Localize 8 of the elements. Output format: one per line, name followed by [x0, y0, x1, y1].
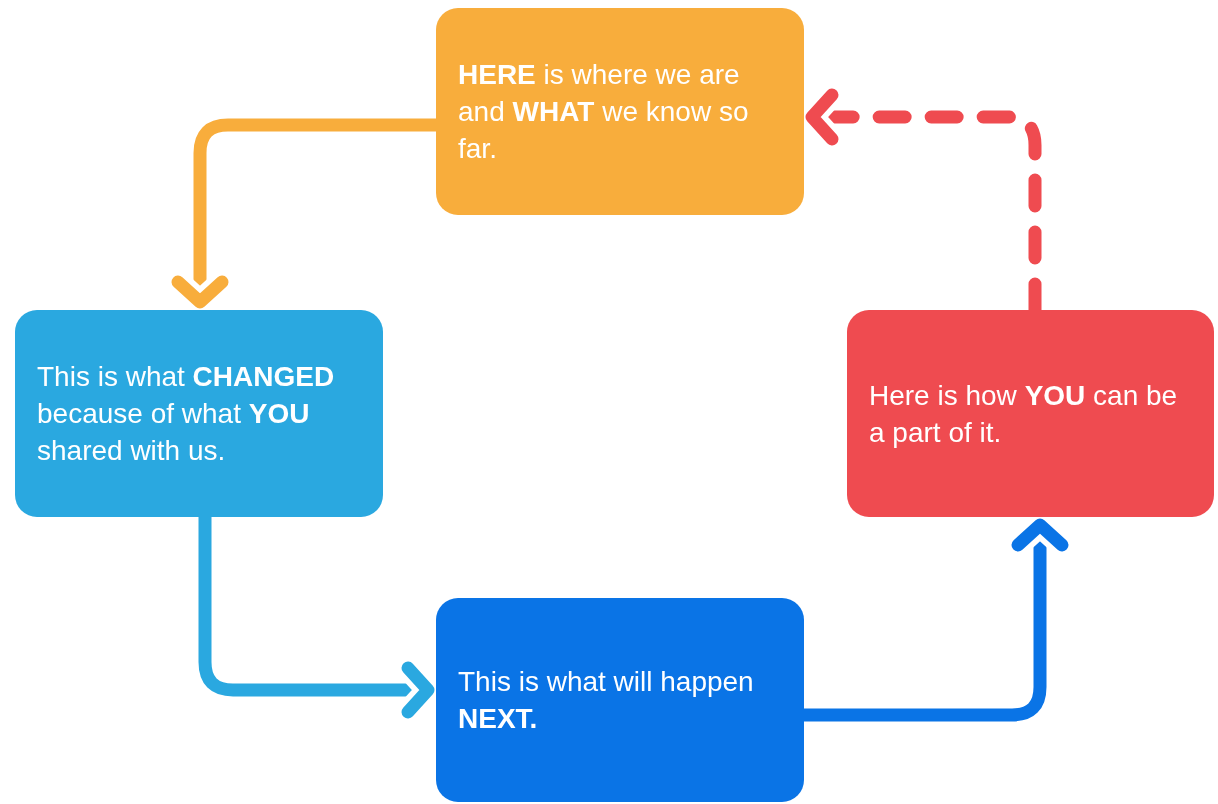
box-text: Here is how YOU can be a part of it.	[869, 378, 1179, 450]
process-box	[847, 310, 1214, 517]
box-text: HERE is where we are and WHAT we know so far.	[458, 58, 750, 166]
process-box	[436, 8, 804, 215]
process-box	[15, 310, 383, 517]
process-box	[436, 598, 804, 802]
box-text: This is what CHANGED because of what YOU shared with us.	[37, 360, 336, 468]
box-text: This is what will happen NEXT.	[458, 665, 755, 736]
